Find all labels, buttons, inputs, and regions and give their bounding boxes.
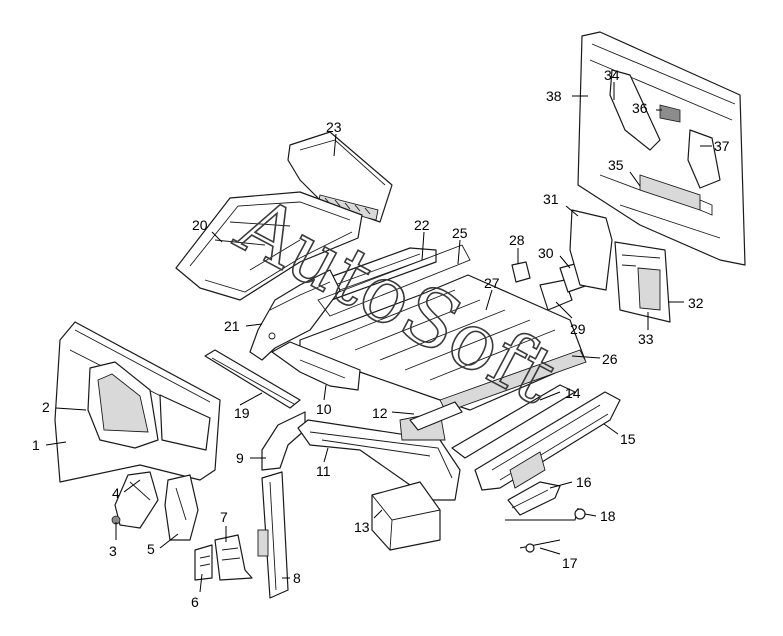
callout-3: 3 [109,543,117,559]
callout-20: 20 [192,217,208,233]
callout-30: 30 [538,245,554,261]
part-38-rear-side-panel [577,31,746,266]
callout-27: 27 [484,275,500,291]
callout-13: 13 [354,519,370,535]
part-16-18-tools [505,481,586,553]
part-13-box-section [371,481,441,551]
callout-4: 4 [112,485,120,501]
leader-lines [45,82,712,593]
callout-18: 18 [600,508,616,524]
callout-34: 34 [604,67,620,83]
part-23-cross-member [287,131,393,223]
part-6-7-bracket [194,534,253,581]
part-10-bracket [271,341,361,391]
part-19-rail [204,349,301,409]
callout-11: 11 [316,463,331,479]
callout-5: 5 [147,541,155,557]
part-14-15-cross-members [451,384,621,491]
part-12-bracket [409,401,463,431]
callout-29: 29 [570,321,586,337]
callout-23: 23 [326,119,342,135]
callout-35: 35 [608,157,624,173]
callout-8: 8 [293,570,301,586]
callout-labels: 1 2 3 4 5 6 7 8 9 10 11 12 13 14 15 16 1… [32,67,730,610]
part-11-long-member [297,411,461,501]
callout-6: 6 [191,594,199,610]
callout-15: 15 [620,431,636,447]
callout-32: 32 [688,295,704,311]
callout-12: 12 [372,405,388,421]
callout-38: 38 [546,88,562,104]
callout-36: 36 [632,100,648,116]
callout-16: 16 [576,474,592,490]
part-8-9-pillar [257,411,306,599]
callout-7: 7 [220,509,228,525]
part-4-3-5-pillar-pieces [111,471,199,541]
callout-28: 28 [509,232,525,248]
part-1-side-panel [54,321,221,483]
part-20-floor-panel [175,191,363,301]
callout-21: 21 [224,318,240,334]
callout-17: 17 [562,555,578,571]
callout-1: 1 [32,437,40,453]
callout-26: 26 [602,351,618,367]
callout-19: 19 [234,405,250,421]
callout-9: 9 [236,450,244,466]
callout-33: 33 [638,331,654,347]
callout-31: 31 [543,191,559,207]
part-31-33-panels [569,209,671,323]
callout-14: 14 [565,385,581,401]
callout-22: 22 [414,217,430,233]
callout-37: 37 [714,138,730,154]
callout-10: 10 [316,401,332,417]
callout-2: 2 [42,399,50,415]
callout-25: 25 [452,225,468,241]
